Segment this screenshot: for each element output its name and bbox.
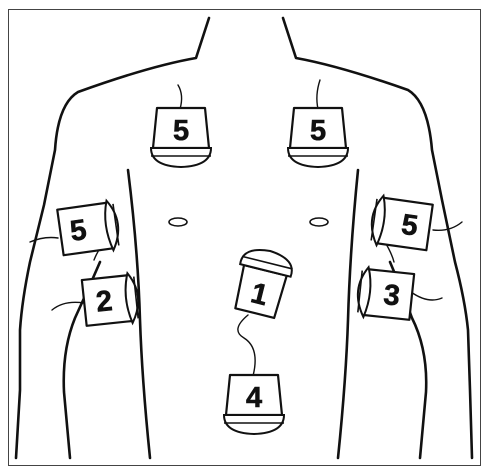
electrode-pad: 4: [224, 375, 284, 434]
pad-number: 4: [246, 382, 262, 414]
right-nipple: [310, 218, 328, 226]
electrode-pad: 5: [57, 200, 121, 258]
electrode-pad: 5: [151, 108, 211, 167]
left-nipple: [169, 218, 187, 226]
electrode-pad: 2: [82, 272, 141, 327]
electrode-pad: 5: [369, 195, 433, 253]
pad-number: 3: [382, 279, 401, 313]
pad-number: 5: [310, 115, 326, 147]
pad-number: 5: [173, 115, 189, 147]
electrode-pad: 3: [355, 266, 414, 321]
electrode-pad: 5: [288, 108, 348, 167]
pad-number: 2: [95, 285, 114, 319]
